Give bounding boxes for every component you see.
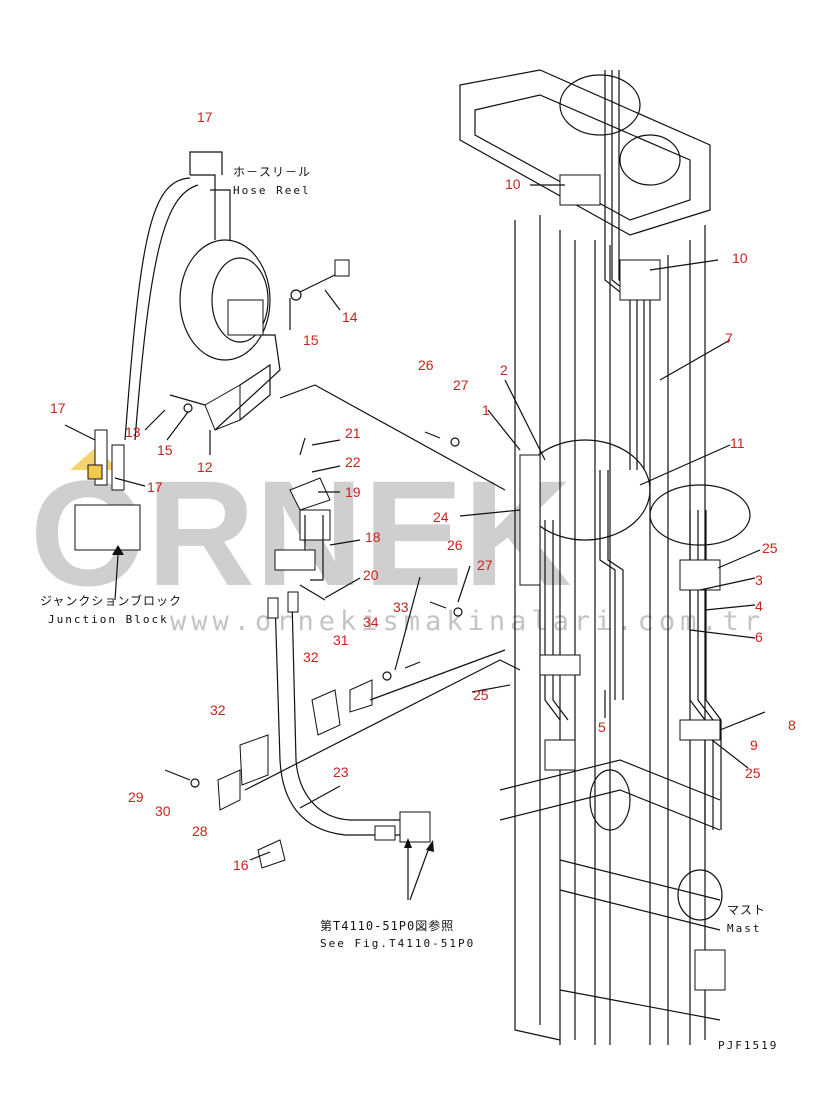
leader-lines	[64, 151, 766, 861]
callout-29: 29	[128, 789, 144, 805]
callout-33: 33	[393, 599, 409, 615]
see-fig-label-jp: 第T4110-51P0図参照	[320, 918, 454, 933]
junction-block-drawing	[74, 429, 141, 601]
callout-16: 16	[233, 857, 249, 873]
mast-label-jp: マスト	[727, 903, 766, 917]
callout-13: 13	[125, 424, 141, 440]
callout-numbers: 17 17 17 14 15 13 15 12 21 22 19 18 20 2…	[50, 109, 796, 873]
callout-15: 15	[157, 442, 173, 458]
see-fig-label-en: See Fig.T4110-51P0	[320, 937, 475, 950]
callout-8: 8	[788, 717, 796, 733]
callout-27: 27	[477, 557, 493, 573]
callout-27: 27	[453, 377, 469, 393]
callout-4: 4	[755, 598, 763, 614]
callout-32: 32	[303, 649, 319, 665]
callout-14: 14	[342, 309, 358, 325]
callout-19: 19	[345, 484, 361, 500]
callout-6: 6	[755, 629, 763, 645]
callout-26: 26	[447, 537, 463, 553]
callout-12: 12	[197, 459, 213, 475]
callout-10: 10	[732, 250, 748, 266]
callout-18: 18	[365, 529, 381, 545]
callout-21: 21	[345, 425, 361, 441]
callout-30: 30	[155, 803, 171, 819]
callout-1: 1	[482, 402, 490, 418]
callout-17: 17	[50, 400, 66, 416]
hose-reel-label-jp: ホ－スリ－ル	[233, 165, 311, 179]
callout-25: 25	[473, 687, 489, 703]
callout-24: 24	[433, 509, 449, 525]
callout-17: 17	[147, 479, 163, 495]
watermark-url: www.ornekismakinalari.com.tr	[170, 606, 765, 637]
callout-5: 5	[598, 719, 606, 735]
hose-assembly-drawing	[164, 431, 521, 901]
callout-25: 25	[745, 765, 761, 781]
callout-34: 34	[363, 614, 379, 630]
drawing-code: PJF1519	[718, 1039, 778, 1052]
callout-7: 7	[725, 330, 733, 346]
callout-3: 3	[755, 572, 763, 588]
hose-reel-drawing	[124, 174, 506, 491]
callout-2: 2	[500, 362, 508, 378]
callout-28: 28	[192, 823, 208, 839]
callout-20: 20	[363, 567, 379, 583]
junction-block-label-en: Junction Block	[48, 613, 169, 626]
junction-block-label-jp: ジャンクションブロック	[40, 593, 182, 608]
callout-11: 11	[730, 435, 745, 451]
callout-25: 25	[762, 540, 778, 556]
mast-label-en: Mast	[727, 922, 762, 935]
callout-31: 31	[333, 632, 349, 648]
callout-9: 9	[750, 737, 758, 753]
callout-10: 10	[505, 176, 521, 192]
labels: ホ－スリ－ル Hose Reel ジャンクションブロック Junction Bl…	[40, 165, 778, 1052]
mast-drawing	[459, 69, 751, 1045]
callout-23: 23	[333, 764, 349, 780]
hose-reel-label-en: Hose Reel	[233, 184, 311, 197]
callout-17: 17	[197, 109, 213, 125]
callout-22: 22	[345, 454, 361, 470]
callout-26: 26	[418, 357, 434, 373]
callout-15: 15	[303, 332, 319, 348]
callout-32: 32	[210, 702, 226, 718]
